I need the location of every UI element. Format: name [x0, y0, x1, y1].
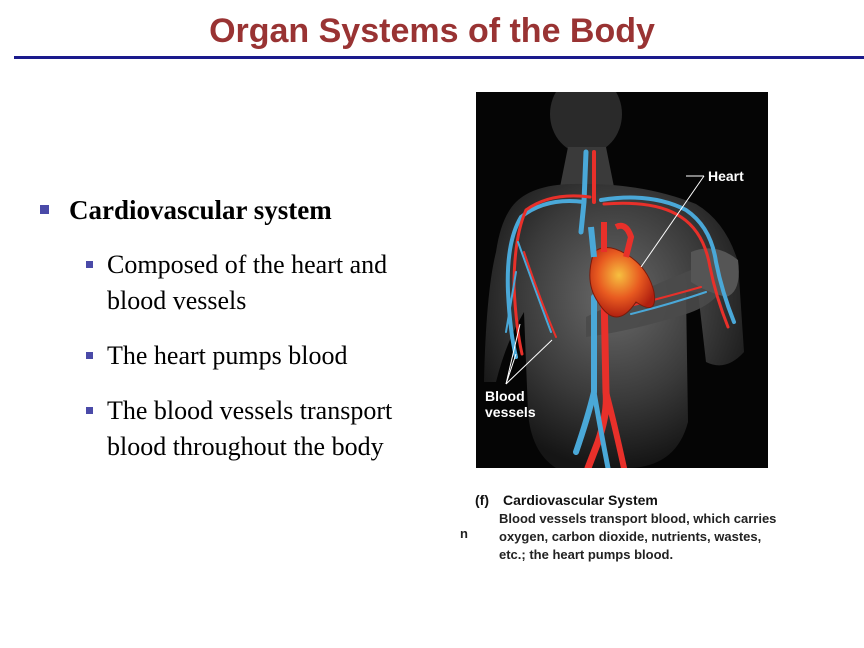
- sub-bullet-pumps: The heart pumps blood: [86, 338, 440, 374]
- body-silhouette: [484, 92, 744, 468]
- sub-bullet-transport: The blood vessels transport blood throug…: [86, 393, 440, 465]
- cardiovascular-figure: Heart Blood vessels: [476, 92, 768, 468]
- heart-icon: [588, 222, 656, 318]
- bullet-square-icon: [40, 205, 49, 214]
- blood-vessels: [505, 149, 736, 468]
- caption-body: Blood vessels transport blood, which car…: [499, 511, 777, 562]
- sub-bullet-text: The blood vessels transport blood throug…: [107, 396, 393, 461]
- vessels-label-line1: Blood: [485, 388, 525, 404]
- title-underline: [14, 56, 864, 59]
- body-illustration: Heart Blood vessels: [484, 92, 744, 468]
- caption-letter: (f): [475, 492, 489, 508]
- bullet-square-icon: [86, 352, 93, 359]
- heart-label: Heart: [708, 168, 744, 184]
- bullet-list: Cardiovascular system Composed of the he…: [40, 193, 440, 484]
- vessels-label-line: [505, 323, 521, 385]
- sub-bullet-list: Composed of the heart and blood vessels …: [86, 247, 440, 465]
- vessels-label-line: [505, 353, 517, 385]
- sub-bullet-composition: Composed of the heart and blood vessels: [86, 247, 440, 319]
- slide-title: Organ Systems of the Body: [209, 12, 655, 50]
- bullet-square-icon: [86, 407, 93, 414]
- caption-title: Cardiovascular System: [503, 492, 658, 508]
- bullet-square-icon: [86, 261, 93, 268]
- caption-fragment: n: [460, 526, 468, 541]
- heart-label-line: [640, 175, 705, 268]
- vessels-label-line2: vessels: [485, 404, 536, 420]
- bullet-text: Cardiovascular system: [69, 195, 332, 225]
- sub-bullet-text: Composed of the heart and blood vessels: [107, 250, 388, 315]
- sub-bullet-text: The heart pumps blood: [107, 341, 348, 370]
- vessels-label-line: [505, 339, 553, 385]
- bullet-cardiovascular: Cardiovascular system: [40, 193, 440, 227]
